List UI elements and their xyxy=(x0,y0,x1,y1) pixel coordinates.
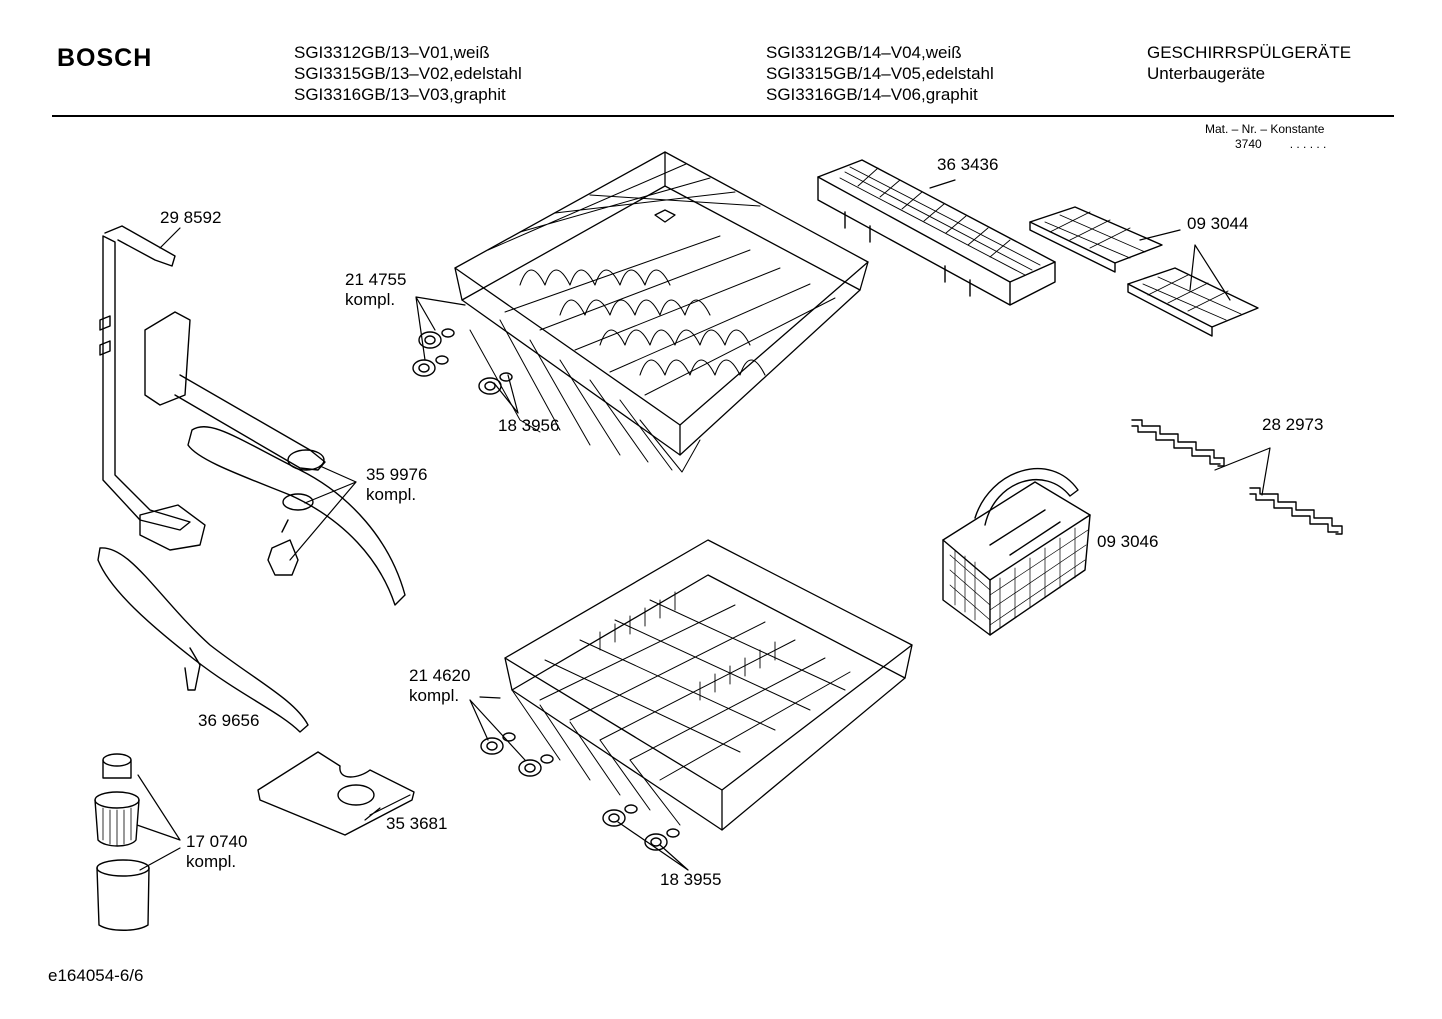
lower-basket-rollers[interactable] xyxy=(480,732,680,851)
part-number: 28 2973 xyxy=(1262,415,1324,434)
part-number: 09 3046 xyxy=(1097,532,1159,551)
part-label-363436[interactable]: 36 3436 xyxy=(937,155,998,175)
model-list-right: SGI3312GB/14–V04,weiß SGI3315GB/14–V05,e… xyxy=(766,42,994,105)
document-id: e164054-6/6 xyxy=(48,966,144,985)
part-number: 35 9976 xyxy=(366,465,428,484)
part-label-183955[interactable]: 18 3955 xyxy=(660,870,721,890)
part-number: 21 4620 xyxy=(409,666,471,685)
lower-spray-arm-illustration[interactable] xyxy=(97,547,309,733)
material-value-row: 3740 . . . . . . xyxy=(1205,137,1326,152)
rack-rails-illustration[interactable] xyxy=(1131,419,1343,535)
part-number: 36 9656 xyxy=(198,711,260,730)
material-number-block: Mat. – Nr. – Konstante 3740 . . . . . . xyxy=(1205,122,1326,152)
part-note: kompl. xyxy=(409,686,460,705)
part-label-093044[interactable]: 09 3044 xyxy=(1187,214,1248,234)
category-subtitle: Unterbaugeräte xyxy=(1147,64,1266,83)
lower-basket-illustration[interactable] xyxy=(504,539,913,831)
header-divider xyxy=(52,115,1394,117)
part-number: 17 0740 xyxy=(186,832,248,851)
part-note: kompl. xyxy=(366,485,417,504)
supply-pipe-illustration[interactable] xyxy=(99,225,206,551)
part-number: 36 3436 xyxy=(937,155,999,174)
cup-shelf-illustration[interactable] xyxy=(1029,206,1259,337)
material-label: Mat. – Nr. – Konstante xyxy=(1205,122,1325,136)
filter-illustration[interactable] xyxy=(94,753,150,931)
part-number: 18 3956 xyxy=(498,416,560,435)
part-label-093046[interactable]: 09 3046 xyxy=(1097,532,1158,552)
part-label-183956[interactable]: 18 3956 xyxy=(498,416,559,436)
model-line: SGI3316GB/13–V03,graphit xyxy=(294,85,506,104)
upper-basket-rollers[interactable] xyxy=(412,328,513,395)
part-number: 35 3681 xyxy=(386,814,448,833)
material-value: 3740 xyxy=(1235,137,1262,151)
part-note: kompl. xyxy=(186,852,237,871)
part-number: 09 3044 xyxy=(1187,214,1249,233)
sieve-plate-illustration[interactable] xyxy=(257,751,415,836)
model-line: SGI3312GB/14–V04,weiß xyxy=(766,43,962,62)
cutlery-tray-illustration[interactable] xyxy=(817,159,1056,306)
model-line: SGI3315GB/14–V05,edelstahl xyxy=(766,64,994,83)
cutlery-basket-illustration[interactable] xyxy=(942,467,1091,636)
upper-arm-connector-illustration[interactable] xyxy=(144,311,326,471)
model-line: SGI3316GB/14–V06,graphit xyxy=(766,85,978,104)
part-number: 21 4755 xyxy=(345,270,407,289)
upper-spray-arm-illustration[interactable] xyxy=(187,426,406,606)
brand-logo: BOSCH xyxy=(57,44,153,72)
part-label-298592[interactable]: 29 8592 xyxy=(160,208,221,228)
model-line: SGI3312GB/13–V01,weiß xyxy=(294,43,490,62)
part-number: 29 8592 xyxy=(160,208,222,227)
part-label-282973[interactable]: 28 2973 xyxy=(1262,415,1323,435)
part-number: 18 3955 xyxy=(660,870,722,889)
upper-basket-illustration[interactable] xyxy=(454,151,869,473)
category-title: GESCHIRRSPÜLGERÄTE xyxy=(1147,43,1352,62)
category-block: GESCHIRRSPÜLGERÄTE Unterbaugeräte xyxy=(1147,42,1351,84)
part-label-369656[interactable]: 36 9656 xyxy=(198,711,259,731)
model-line: SGI3315GB/13–V02,edelstahl xyxy=(294,64,522,83)
leader-lines xyxy=(136,179,1271,871)
part-note: kompl. xyxy=(345,290,396,309)
model-list-left: SGI3312GB/13–V01,weiß SGI3315GB/13–V02,e… xyxy=(294,42,522,105)
material-dots: . . . . . . xyxy=(1289,137,1327,151)
part-label-353681[interactable]: 35 3681 xyxy=(386,814,447,834)
